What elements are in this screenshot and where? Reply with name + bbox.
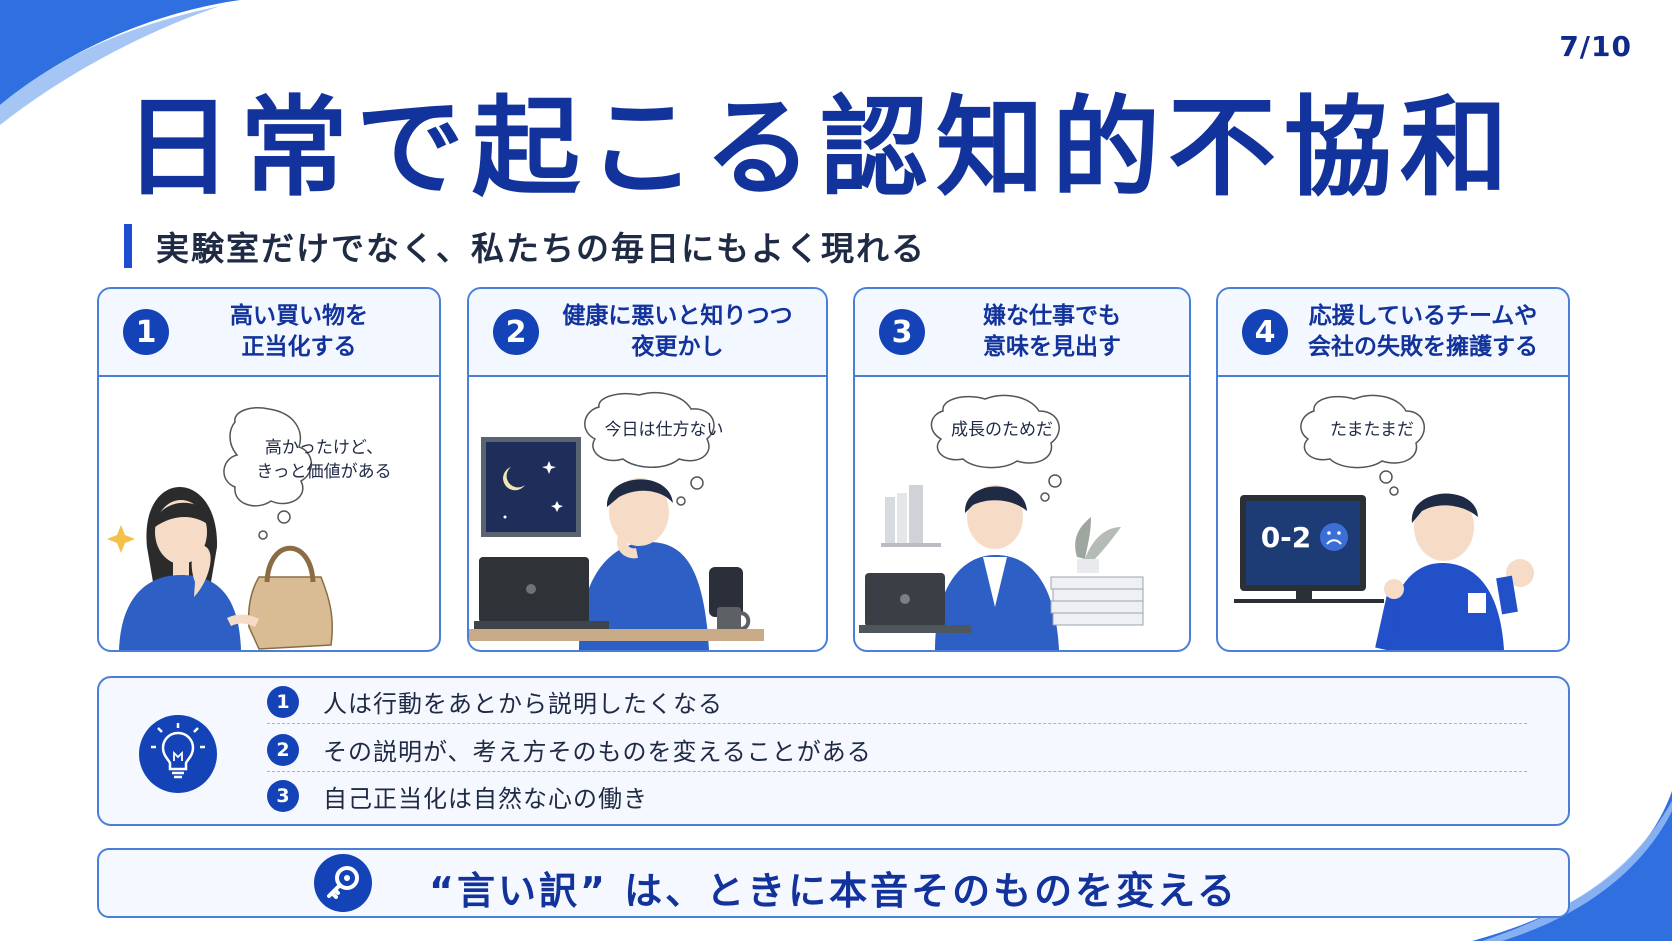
subtitle-accent-bar [124,224,132,268]
example-card-3: 3 嫌な仕事でも 意味を見出す 成長のためだ [853,287,1191,652]
example-card-1: 1 高い買い物を 正当化する 高かったけど、 きっと価値がある [97,287,441,652]
card-header: 4 応援しているチームや 会社の失敗を擁護する [1218,289,1568,377]
page-title: 日常で起こる認知的不協和 [124,86,1517,211]
woman-with-handbag-illustration [107,407,334,650]
corner-swoosh-top-left [0,0,240,130]
key-point-3: 3 自己正当化は自然な心の働き [267,774,1527,818]
late-night-laptop-illustration [469,391,764,650]
card-title: 高い買い物を 正当化する [230,302,368,360]
key-icon [314,854,372,912]
card-illustration: 成長のためだ [855,377,1189,650]
card-header: 1 高い買い物を 正当化する [99,289,439,377]
key-point-2: 2 その説明が、考え方そのものを変えることがある [267,728,1527,772]
card-number-badge: 3 [879,309,925,355]
conclusion-banner: “言い訳” は、ときに本音そのものを変える [97,848,1570,918]
corner-swoosh-bottom-right [1472,791,1672,941]
point-number-badge: 1 [267,685,299,718]
key-point-1: 1 人は行動をあとから説明したくなる [267,680,1527,724]
point-number-badge: 2 [267,733,299,766]
example-card-2: 2 健康に悪いと知りつつ 夜更かし 今日は仕方ない [467,287,828,652]
conclusion-text: “言い訳” は、ときに本音そのものを変える [429,869,1239,913]
card-title: 応援しているチームや 会社の失敗を擁護する [1308,302,1538,360]
card-illustration: 高かったけど、 きっと価値がある [99,377,439,650]
thought-bubble-text: たまたまだ [1330,420,1414,440]
point-number-badge: 3 [267,780,299,812]
thought-bubble-text: 今日は仕方ない [604,420,724,440]
subtitle-row: 実験室だけでなく、私たちの毎日にもよく現れる [124,224,926,268]
thought-bubble-text: 成長のためだ [951,420,1053,440]
sports-fan-illustration: 0-2 [1234,394,1534,650]
point-text: 人は行動をあとから説明したくなる [323,690,723,718]
card-header: 3 嫌な仕事でも 意味を見出す [855,289,1189,377]
lightbulb-icon [139,715,217,793]
card-number-badge: 1 [123,309,169,355]
card-title: 嫌な仕事でも 意味を見出す [983,302,1121,360]
card-number-badge: 4 [1242,309,1288,355]
office-worker-illustration [859,394,1144,650]
card-title: 健康に悪いと知りつつ 夜更かし [562,302,793,360]
example-card-4: 4 応援しているチームや 会社の失敗を擁護する 0-2 たまたまだ [1216,287,1570,652]
point-text: 自己正当化は自然な心の働き [323,784,648,813]
card-header: 2 健康に悪いと知りつつ 夜更かし [469,289,826,377]
page-number: 7/10 [1559,30,1632,63]
page-subtitle: 実験室だけでなく、私たちの毎日にもよく現れる [156,229,926,268]
tv-score: 0-2 [1261,521,1312,554]
card-illustration: 今日は仕方ない [469,377,826,650]
point-text: その説明が、考え方そのものを変えることがある [323,738,872,766]
thought-bubble-text: 高かったけど、 きっと価値がある [256,438,392,482]
key-points-box: 1 人は行動をあとから説明したくなる 2 その説明が、考え方そのものを変えること… [97,676,1570,826]
card-illustration: 0-2 たまたまだ [1218,377,1568,650]
card-number-badge: 2 [493,309,539,355]
